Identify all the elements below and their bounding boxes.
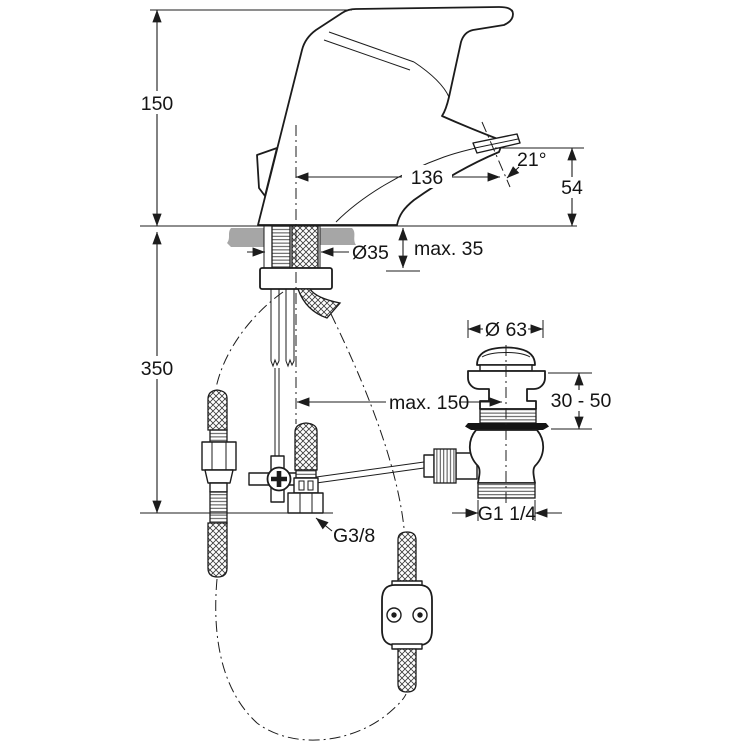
- dim-cap-d63: Ø 63: [467, 318, 544, 341]
- pull-rod-linkage: [248, 368, 425, 503]
- leader-curve-bottom-loop: [215, 578, 407, 741]
- aerator-inner-line: [474, 138, 519, 149]
- label-supply-thread: G3/8: [315, 517, 375, 547]
- dim-depth-350: 350: [139, 231, 333, 514]
- waste-cap: [476, 346, 536, 366]
- lever-knurled-nut: [433, 448, 457, 484]
- handle-seam-line-3: [413, 61, 450, 98]
- pop-up-waste: [423, 346, 549, 499]
- tap-side-tab: [256, 147, 278, 197]
- pipe-break-symbol-2: [285, 358, 295, 368]
- phillips-cross-icon: [271, 471, 287, 487]
- valve-taper: [204, 469, 234, 484]
- hose-ferrule: [295, 469, 317, 479]
- dim-angle-21: 21°: [506, 149, 547, 179]
- supply-pipes: [270, 289, 295, 368]
- handle-seam-line-2: [323, 39, 411, 71]
- counter-section-right: [320, 228, 356, 245]
- counter-cross-section: [140, 225, 577, 247]
- lever-rod: [308, 461, 425, 479]
- label-g114: G1 1/4: [478, 503, 537, 525]
- handle-seam-line-1: [328, 31, 415, 63]
- valve-collar: [209, 482, 228, 493]
- label-waste-thread: G1 1/4: [452, 500, 562, 525]
- hose-hex-nut: [287, 492, 324, 514]
- waste-flange: [465, 423, 549, 430]
- counter-section-left: [227, 228, 264, 247]
- supply-hose-right: [287, 422, 324, 514]
- check-valve-hex: [201, 441, 237, 471]
- dim-label-d35: Ø35: [352, 242, 389, 264]
- dim-label-54: 54: [561, 177, 583, 199]
- lever-collar: [423, 454, 435, 478]
- waste-adjust-thread: [479, 408, 537, 424]
- hose-crimp: [209, 491, 228, 524]
- dim-label-136: 136: [411, 167, 444, 189]
- hose-braid-bottom: [207, 522, 228, 578]
- rod-coupling: [381, 584, 433, 646]
- leader-curve-rod: [330, 313, 405, 529]
- dim-offset-max150: max. 150: [296, 392, 503, 414]
- dim-range-30-50: 30 - 50: [548, 372, 612, 430]
- aerator-centerline: [481, 121, 511, 188]
- leader-curve-left-hose: [215, 291, 284, 389]
- rod-lower: [397, 648, 417, 693]
- dim-deck-max35: max. 35: [386, 227, 484, 272]
- coupling-bottom-collar: [391, 643, 423, 650]
- dim-label-max35: max. 35: [414, 238, 484, 260]
- hose-stub: [297, 288, 342, 319]
- hose-braid: [294, 422, 318, 471]
- supply-hose-left: [201, 389, 237, 578]
- dim-label-150: 150: [141, 93, 174, 115]
- dimensions: 150 350 136 21° 54: [139, 9, 612, 547]
- hose-ferrule: [209, 429, 228, 443]
- dim-label-d63: Ø 63: [485, 319, 527, 341]
- dim-reach-136: 136: [295, 165, 501, 189]
- dim-label-21deg: 21°: [517, 149, 547, 171]
- rod-extension: [381, 531, 433, 693]
- label-g38: G3/8: [333, 525, 375, 547]
- dim-outlet-height-54: 54: [495, 147, 589, 227]
- threaded-stud: [271, 225, 291, 269]
- dim-label-350: 350: [141, 358, 174, 380]
- dim-label-30-50: 30 - 50: [551, 390, 612, 412]
- dim-hole-d35: Ø35: [247, 242, 389, 264]
- dim-height-150: 150: [139, 9, 176, 227]
- rod-upper: [397, 531, 417, 586]
- pipe-break-symbol-1: [270, 358, 280, 368]
- dim-label-max150: max. 150: [389, 392, 469, 414]
- hose-braid-top: [207, 389, 228, 431]
- hose-cage: [293, 477, 319, 494]
